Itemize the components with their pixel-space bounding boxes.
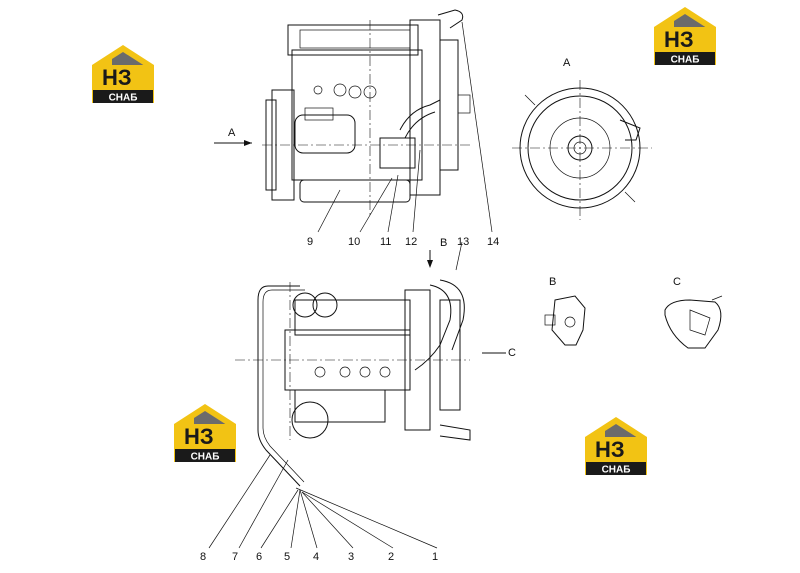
view-a-title: А [563, 57, 571, 69]
view-arrow-a-label: A [228, 127, 236, 139]
logo-mark: НЗ [102, 65, 132, 90]
nz-snab-logo: НЗ СНАБ [583, 415, 649, 477]
nz-snab-logo: НЗ СНАБ [90, 43, 156, 105]
logo-name: СНАБ [671, 55, 700, 66]
view-arrow-b-label: B [440, 237, 447, 249]
logo-name: СНАБ [602, 465, 631, 476]
callout-2: 2 [388, 551, 394, 563]
callout-14: 14 [487, 236, 499, 248]
callout-9: 9 [307, 236, 313, 248]
callout-11: 11 [380, 236, 391, 248]
engine-side-view-bottom: B C [235, 237, 516, 487]
callout-12: 12 [405, 236, 417, 248]
view-b-title: В [549, 276, 556, 288]
callout-7: 7 [232, 551, 238, 563]
logo-name: СНАБ [191, 452, 220, 463]
callout-3: 3 [348, 551, 354, 563]
logo-mark: НЗ [595, 437, 625, 462]
callout-labels: 1 2 3 4 5 6 7 8 9 10 11 12 13 14 [200, 236, 499, 563]
logo-name: СНАБ [109, 93, 138, 104]
callout-8: 8 [200, 551, 206, 563]
callout-1: 1 [432, 551, 438, 563]
callout-13: 13 [457, 236, 469, 248]
logo-mark: НЗ [184, 424, 214, 449]
leader-lines [208, 21, 493, 549]
callout-10: 10 [348, 236, 360, 248]
callout-4: 4 [313, 551, 319, 563]
detail-view-b: В [544, 276, 586, 346]
detail-view-c: С [664, 276, 723, 349]
callout-6: 6 [256, 551, 262, 563]
view-arrow-c-label: C [508, 347, 516, 359]
callout-5: 5 [284, 551, 290, 563]
logo-mark: НЗ [664, 27, 694, 52]
nz-snab-logo: НЗ СНАБ [172, 402, 238, 464]
nz-snab-logo: НЗ СНАБ [652, 5, 718, 67]
view-c-title: С [673, 276, 681, 288]
flywheel-view-a: А [512, 57, 652, 220]
engine-side-view-top: A [214, 9, 471, 215]
